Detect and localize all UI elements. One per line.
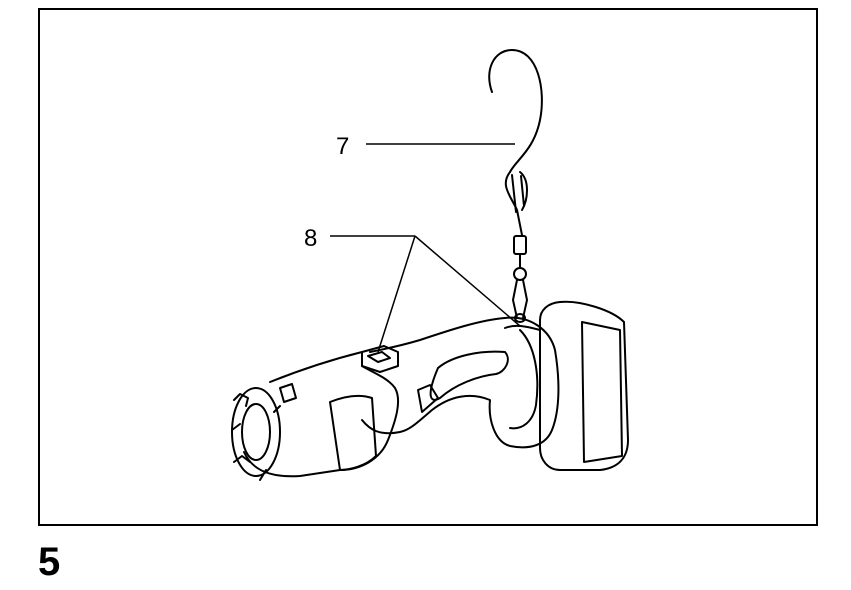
strap-buckle	[513, 235, 527, 255]
battery-pack	[539, 300, 629, 471]
lens-ring	[231, 387, 281, 477]
lens	[241, 403, 271, 461]
light-head	[243, 351, 399, 478]
leader-line-8b	[414, 235, 521, 327]
callout-7: 7	[336, 133, 349, 160]
callout-8: 8	[304, 225, 317, 252]
figure-frame	[38, 8, 818, 526]
carabiner	[504, 171, 528, 236]
hook	[488, 49, 543, 173]
figure-number: 5	[38, 540, 61, 584]
handle	[361, 316, 560, 449]
leader-line-8a	[377, 235, 416, 353]
strap-ring	[513, 267, 527, 281]
